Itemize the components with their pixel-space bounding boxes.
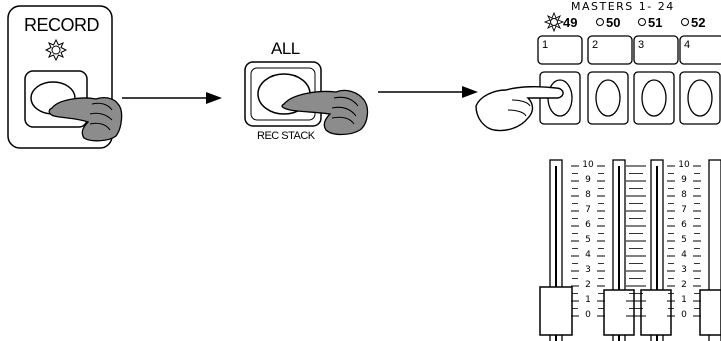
master-select-button-2[interactable] (587, 35, 633, 65)
fader-scale-label: 10 (678, 160, 690, 170)
fader-scale-label: 8 (681, 190, 687, 200)
master-led-50 (596, 18, 604, 26)
fader-scale-label: 4 (585, 250, 591, 260)
fader-scale-label: 9 (681, 175, 687, 185)
master-button-label-4: 4 (684, 39, 691, 51)
arrow-right-icon (122, 92, 222, 104)
fader-knob-4[interactable] (699, 289, 721, 336)
master-select-button-4[interactable] (679, 35, 721, 65)
fader-knob-1[interactable] (539, 286, 573, 336)
master-indicator-label-50: 50 (606, 15, 621, 30)
master-select-button-3[interactable] (633, 35, 679, 65)
master-indicator-label-49: 49 (563, 15, 578, 30)
master-indicator-label-52: 52 (691, 15, 706, 30)
fader-scale-label: 7 (681, 205, 687, 215)
arrow-right-icon (378, 86, 478, 98)
masters-title: MASTERS 1- 24 (571, 0, 675, 13)
fader-scale-label: 10 (582, 160, 594, 170)
fader-scale-label: 4 (681, 250, 687, 260)
fader-knob-2[interactable] (603, 289, 635, 336)
master-button-label-3: 3 (638, 39, 645, 51)
fader-scale-label: 2 (681, 280, 687, 290)
fader-scale-label: 3 (585, 265, 591, 275)
pointing-hand-icon (48, 97, 123, 142)
master-bump-button-4[interactable] (679, 71, 721, 125)
pointing-hand-icon (475, 85, 564, 132)
fader-scale-label: 7 (585, 205, 591, 215)
fader-scale-label: 8 (585, 190, 591, 200)
master-led-52 (681, 18, 689, 26)
pointing-hand-icon (281, 89, 369, 136)
all-label: ALL (271, 39, 300, 58)
fader-scale-label: 1 (585, 295, 591, 305)
fader-scale-label: 9 (585, 175, 591, 185)
fader-scale-label: 5 (681, 235, 687, 245)
fader-scale-label: 6 (681, 220, 687, 230)
master-bump-button-3[interactable] (633, 71, 675, 125)
all-button[interactable] (244, 61, 322, 127)
fader-scale-label: 3 (681, 265, 687, 275)
fader-scale-label: 6 (585, 220, 591, 230)
fader-scale-label: 0 (681, 310, 687, 320)
master-indicator-label-51: 51 (648, 15, 663, 30)
sunburst-led-icon (44, 38, 68, 62)
record-label: RECORD (24, 15, 100, 35)
fader-scale-label: 0 (585, 310, 591, 320)
master-button-label-2: 2 (592, 39, 599, 51)
master-led-49 (543, 11, 565, 33)
rec-stack-label: REC STACK (257, 130, 315, 142)
fader-knob-3[interactable] (640, 289, 672, 336)
fader-scale-ticks (571, 165, 701, 317)
master-button-label-1: 1 (542, 39, 549, 51)
fader-scale-label: 1 (681, 295, 687, 305)
fader-scale-label: 5 (585, 235, 591, 245)
fader-scale-label: 2 (585, 280, 591, 290)
master-bump-button-2[interactable] (587, 71, 629, 125)
master-led-51 (638, 18, 646, 26)
master-select-button-1[interactable] (537, 35, 583, 65)
